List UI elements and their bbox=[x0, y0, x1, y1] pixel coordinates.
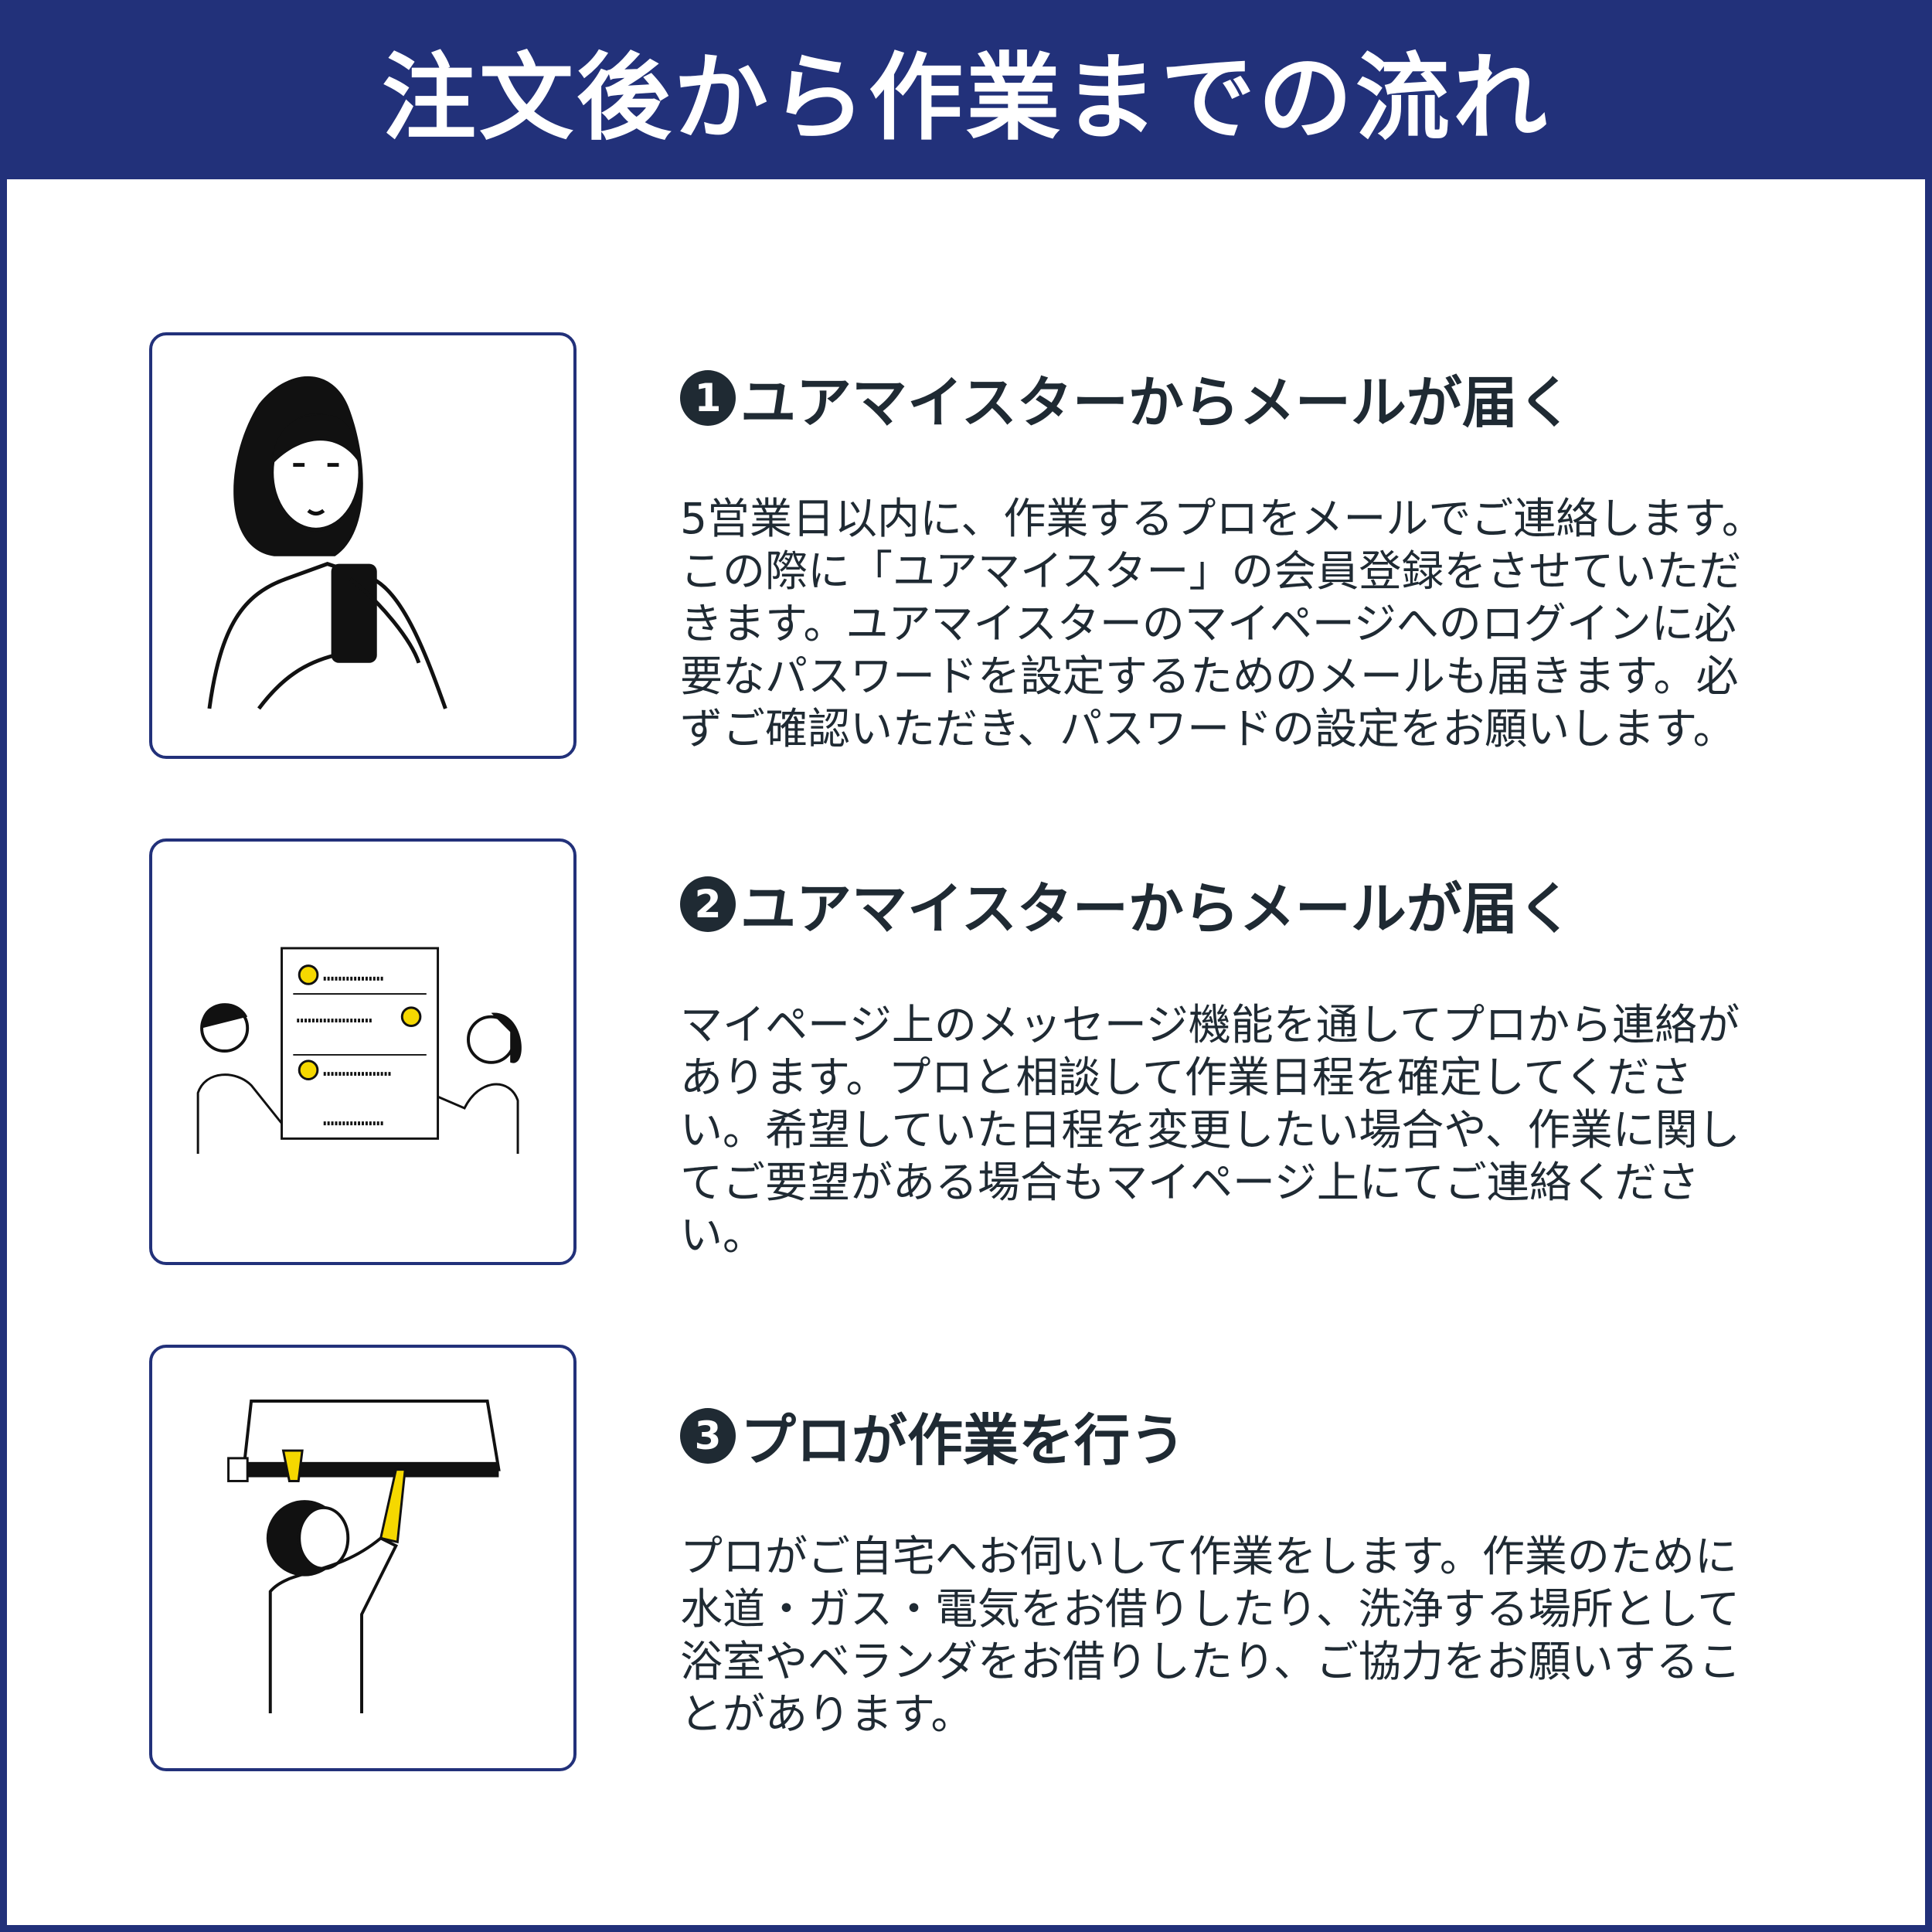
step-description: 5営業日以内に、作業するプロをメールでご連絡します。 この際に「ユアマイスター」… bbox=[680, 492, 1777, 755]
step-title: ユアマイスターからメールが届く bbox=[740, 876, 1573, 941]
illustration-chat-consultation bbox=[149, 838, 577, 1265]
description-line: い。希望していた日程を変更したい場合や、作業に関し bbox=[680, 1105, 1740, 1155]
step-number-badge: 2 bbox=[680, 876, 736, 932]
description-line: きます。ユアマイスターのマイページへのログインに必 bbox=[680, 599, 1736, 648]
description-line: あります。プロと相談して作業日程を確定してくださ bbox=[680, 1053, 1692, 1102]
step-title: プロが作業を行う bbox=[740, 1408, 1186, 1473]
description-line: とがあります。 bbox=[680, 1689, 974, 1739]
description-line: い。 bbox=[680, 1210, 766, 1260]
step-title: ユアマイスターからメールが届く bbox=[740, 370, 1573, 435]
description-line: 5営業日以内に、作業するプロをメールでご連絡します。 bbox=[680, 494, 1764, 543]
description-line: 要なパスワードを設定するためのメールも届きます。必 bbox=[680, 651, 1739, 701]
description-line: プロがご自宅へお伺いして作業をします。作業のために bbox=[680, 1532, 1737, 1581]
step-number-badge: 3 bbox=[680, 1407, 736, 1464]
step-description: プロがご自宅へお伺いして作業をします。作業のために 水道・ガス・電気をお借りした… bbox=[680, 1530, 1777, 1740]
people-messaging-icon bbox=[196, 947, 522, 1155]
description-line: 水道・ガス・電気をお借りしたり、洗浄する場所として bbox=[680, 1584, 1740, 1634]
illustration-woman-phone bbox=[149, 332, 577, 759]
header-banner: 注文後から作業までの流れ bbox=[0, 0, 1932, 179]
description-line: この際に「ユアマイスター」の会員登録をさせていただ bbox=[680, 546, 1742, 596]
description-line: マイページ上のメッセージ機能を通してプロから連絡が bbox=[680, 1000, 1740, 1049]
worker-cleaning-aircon-icon bbox=[227, 1400, 501, 1714]
description-line: ずご確認いただき、パスワードの設定をお願いします。 bbox=[680, 704, 1736, 753]
step-number-badge: 1 bbox=[680, 369, 736, 426]
woman-with-phone-icon bbox=[207, 376, 447, 710]
description-line: 浴室やベランダをお借りしたり、ご協力をお願いするこ bbox=[680, 1637, 1741, 1686]
illustration-aircon-cleaning bbox=[149, 1345, 577, 1771]
page-title: 注文後から作業までの流れ bbox=[382, 43, 1550, 153]
description-line: てご要望がある場合もマイページ上にてご連絡くださ bbox=[680, 1158, 1699, 1207]
step-description: マイページ上のメッセージ機能を通してプロから連絡が あります。プロと相談して作業… bbox=[680, 998, 1777, 1261]
